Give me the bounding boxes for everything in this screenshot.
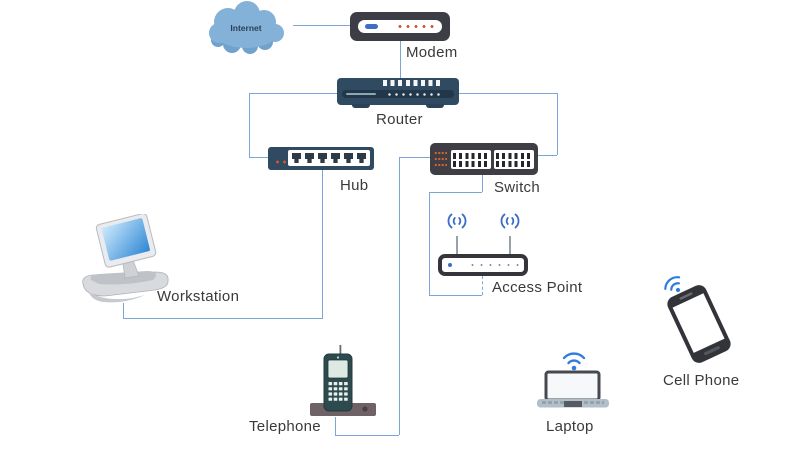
edge-hub-workstation-seg1 [322, 170, 323, 318]
edge-switch-ap-seg1 [482, 175, 483, 192]
edge-router-hub-seg2 [249, 93, 250, 157]
router-ports [383, 80, 443, 86]
router-status-lights [386, 92, 444, 96]
switch-label: Switch [494, 179, 540, 196]
ap-antenna [456, 236, 458, 255]
wifi-icon [664, 276, 681, 293]
workstation-label: Workstation [157, 288, 240, 305]
hub-label: Hub [340, 177, 369, 194]
edge-router-switch-seg1 [459, 93, 557, 94]
cell-phone-icon [664, 276, 731, 363]
wireless-signal-icon [447, 213, 467, 229]
edge-internet-modem [293, 25, 350, 26]
wifi-icon [562, 352, 586, 365]
edge-router-switch-seg3 [538, 155, 557, 156]
modem-icon [350, 12, 450, 41]
switch-led-grid [434, 150, 447, 168]
internet-label: Internet [230, 23, 261, 33]
ethernet-port-icon [305, 153, 314, 163]
switch-port-row [453, 152, 489, 159]
cell-phone-label: Cell Phone [663, 372, 740, 389]
router-icon [337, 78, 459, 108]
ethernet-port-icon [292, 153, 301, 163]
ap-status-lights [468, 264, 519, 266]
switch-port-panel [451, 150, 491, 169]
edge-switch-ap-dashed-tail [482, 276, 483, 295]
edge-switch-ap-seg2 [429, 192, 482, 193]
ap-antenna [509, 236, 511, 255]
edge-switch-ap-seg4 [429, 295, 482, 296]
edge-router-hub-seg3 [249, 157, 268, 158]
router-slot [346, 93, 376, 95]
workstation-icon [82, 214, 169, 303]
edge-hub-workstation-seg2 [123, 318, 323, 319]
edge-router-switch-seg2 [557, 93, 558, 155]
edge-switch-ap-seg3 [429, 192, 430, 295]
ethernet-port-icon [318, 153, 327, 163]
wireless-signal-icon [500, 213, 520, 229]
access-point-icon [438, 254, 528, 276]
router-foot [352, 104, 370, 108]
edge-switch-telephone-seg2 [399, 157, 400, 435]
hub-port-panel [288, 150, 370, 166]
router-front-band [342, 90, 454, 98]
hub-icon [268, 147, 374, 170]
edge-modem-router [400, 41, 401, 78]
edge-router-hub-seg1 [249, 93, 337, 94]
router-foot [426, 104, 444, 108]
edge-switch-telephone-seg1 [399, 157, 430, 158]
edge-switch-telephone-seg3 [335, 435, 399, 436]
ethernet-port-icon [357, 153, 366, 163]
internet-cloud-icon: Internet [209, 1, 284, 54]
telephone-label: Telephone [249, 418, 321, 435]
switch-port-panel [494, 150, 534, 169]
edge-hub-workstation-seg3 [123, 303, 124, 318]
hub-status-lights [274, 160, 287, 164]
switch-port-row [453, 160, 489, 167]
edge-switch-telephone-seg4 [335, 417, 336, 435]
modem-front-panel [358, 20, 442, 33]
laptop-icon [537, 352, 609, 408]
ethernet-port-icon [331, 153, 340, 163]
router-label: Router [376, 111, 423, 128]
ap-power-light [448, 263, 452, 267]
modem-status-lights [396, 25, 436, 28]
ethernet-port-icon [344, 153, 353, 163]
switch-port-row [496, 160, 532, 167]
switch-port-row [496, 152, 532, 159]
modem-label: Modem [406, 44, 458, 61]
telephone-icon [310, 345, 376, 416]
laptop-label: Laptop [546, 418, 594, 435]
switch-icon [430, 143, 538, 175]
access-point-label: Access Point [492, 279, 583, 296]
modem-led [365, 24, 378, 29]
